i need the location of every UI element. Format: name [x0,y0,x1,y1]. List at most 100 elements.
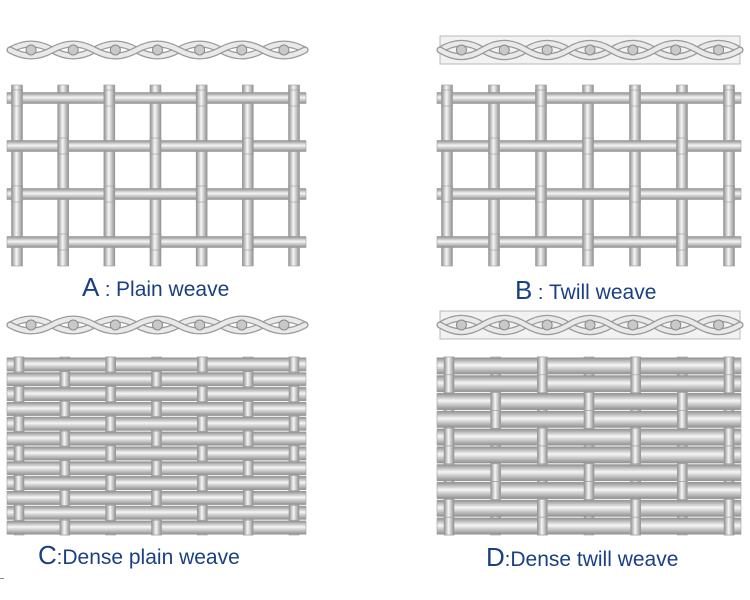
weft-wire [436,517,742,535]
cross-wire-dot [541,44,553,56]
warp-crossover [677,481,688,500]
warp-wire [195,84,208,267]
cross-wire-dot [455,44,467,56]
warp-crossover [59,490,71,506]
warp-crossover [490,392,501,411]
dense-plain-weave-illustration [6,315,309,536]
weft-wire [436,375,742,393]
cross-wire-dot [25,44,37,56]
warp-crossover [11,89,23,107]
mesh-grid [436,84,742,267]
warp-crossover [103,89,116,107]
warp-crossover [197,356,208,373]
warp-crossover [195,89,208,107]
warp-crossover [723,89,735,107]
warp-crossover [151,490,162,506]
cross-wire-dot [236,319,248,331]
warp-crossover [488,233,500,251]
warp-crossover [676,137,688,155]
warp-crossover [443,356,455,376]
warp-crossover [490,410,501,429]
cross-wire-dot [278,319,290,331]
warp-crossover [723,374,735,393]
warp-crossover [537,356,548,376]
mesh-grid [6,356,307,536]
cross-wire-dot [236,44,248,56]
cross-wire-dot [498,44,510,56]
cross-wire-dot [498,319,510,331]
warp-crossover [723,516,735,536]
cross-wire-dot [152,319,163,331]
warp-crossover [629,185,641,203]
warp-crossover [488,137,500,155]
warp-wire [242,84,254,267]
weft-wire [6,505,307,520]
warp-crossover [197,416,208,432]
caption-separator: : [504,549,511,571]
edge-mark [0,578,4,579]
warp-crossover [197,445,208,462]
warp-crossover [242,460,254,476]
weft-wire [6,416,307,431]
caption-separator: : [56,547,63,569]
warp-crossover [57,233,69,251]
dense-twill-weave-illustration [436,310,744,536]
caption-label: Twill weave [549,281,657,304]
panel-dense-twill-weave [435,305,745,537]
weft-wire [6,188,307,200]
cross-wire-dot [713,44,725,56]
caption-letter: B [515,275,533,305]
warp-crossover [13,386,25,402]
warp-crossover [723,445,735,465]
warp-crossover [537,516,548,536]
warp-wire [288,84,300,267]
warp-wire [490,356,501,536]
warp-crossover [288,416,300,432]
warp-crossover [242,401,254,417]
warp-crossover [242,490,254,506]
warp-crossover [197,475,208,491]
warp-crossover [105,416,116,432]
warp-crossover [537,499,548,518]
panel-twill-weave [435,30,745,270]
cross-wire-dot [109,319,121,331]
weft-wire [6,387,307,402]
cross-wire-dot [584,319,596,331]
caption-twill-weave: B : Twill weave [515,275,656,306]
warp-wire [723,84,735,267]
caption-label: Dense plain weave [62,546,240,569]
cross-wire-dot [627,319,639,331]
warp-crossover [629,89,641,107]
caption-dense-twill-weave: D:Dense twill weave [486,542,678,573]
warp-crossover [537,427,548,447]
weft-wire [6,476,307,491]
warp-crossover [583,392,595,411]
warp-crossover [443,427,455,447]
warp-crossover [242,430,254,447]
cross-wire-dot [278,44,290,56]
warp-crossover [723,356,735,376]
plain-weave-illustration [6,40,309,267]
cross-wire-highlight [437,41,743,59]
panel-dense-plain-weave [5,305,310,537]
warp-wire [676,84,688,267]
warp-crossover [242,233,254,251]
caption-label: Dense twill weave [510,548,679,571]
caption-plain-weave: A : Plain weave [82,272,229,303]
warp-crossover [197,386,208,402]
cross-wire-highlight [7,41,308,59]
warp-crossover [630,374,641,393]
warp-crossover [443,516,455,536]
cross-wire-dot [152,44,163,56]
weft-wire [436,188,742,200]
warp-crossover [105,505,116,521]
warp-crossover [630,445,641,465]
warp-crossover [288,89,300,107]
warp-wire [149,84,162,267]
warp-crossover [149,137,162,155]
warp-crossover [723,185,735,203]
cross-wire-dot [713,319,725,331]
warp-crossover [535,89,547,107]
weft-wire [6,92,307,104]
cross-wire-highlight [437,316,743,334]
